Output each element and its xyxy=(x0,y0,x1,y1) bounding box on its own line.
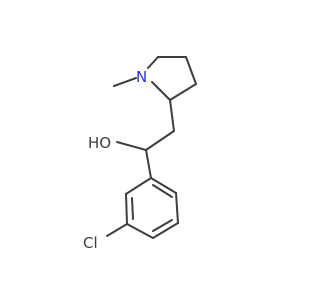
bond-ch2-choh xyxy=(145,130,175,151)
bond-ar1-ar2 xyxy=(150,177,177,194)
bond-n-methyl xyxy=(113,77,137,87)
bond-ar5-ar6 xyxy=(125,193,128,225)
bond-ar6-ar1 xyxy=(125,177,152,195)
bond-choh-oh xyxy=(116,141,147,151)
bond-ar3-ar4 xyxy=(152,222,179,239)
bond-c5-n xyxy=(147,56,159,69)
bond-choh-aryl xyxy=(145,149,152,179)
benzene-ring xyxy=(125,177,179,239)
bond-c2-ch2 xyxy=(169,99,175,132)
bond-n-c2 xyxy=(151,81,171,101)
chlorine-label: Cl xyxy=(83,234,98,252)
bond-ar2-ar3 xyxy=(175,192,179,224)
hydroxyl-label: HO xyxy=(88,134,111,152)
nitrogen-label: N xyxy=(136,68,147,86)
bond-c2-c3 xyxy=(169,83,197,101)
bond-ar4-ar5 xyxy=(126,223,154,239)
structure-diagram: N HO Cl xyxy=(83,56,197,252)
bond-double-ar1-ar2 xyxy=(152,184,173,198)
bond-aryl-cl xyxy=(106,223,128,237)
bond-double-ar3-ar4 xyxy=(152,219,173,232)
bond-double-ar5-ar6 xyxy=(131,197,134,220)
bond-c3-c4 xyxy=(185,56,197,85)
pyrrolidine-ring xyxy=(147,56,197,101)
molecule-canvas: N HO Cl xyxy=(83,56,197,252)
